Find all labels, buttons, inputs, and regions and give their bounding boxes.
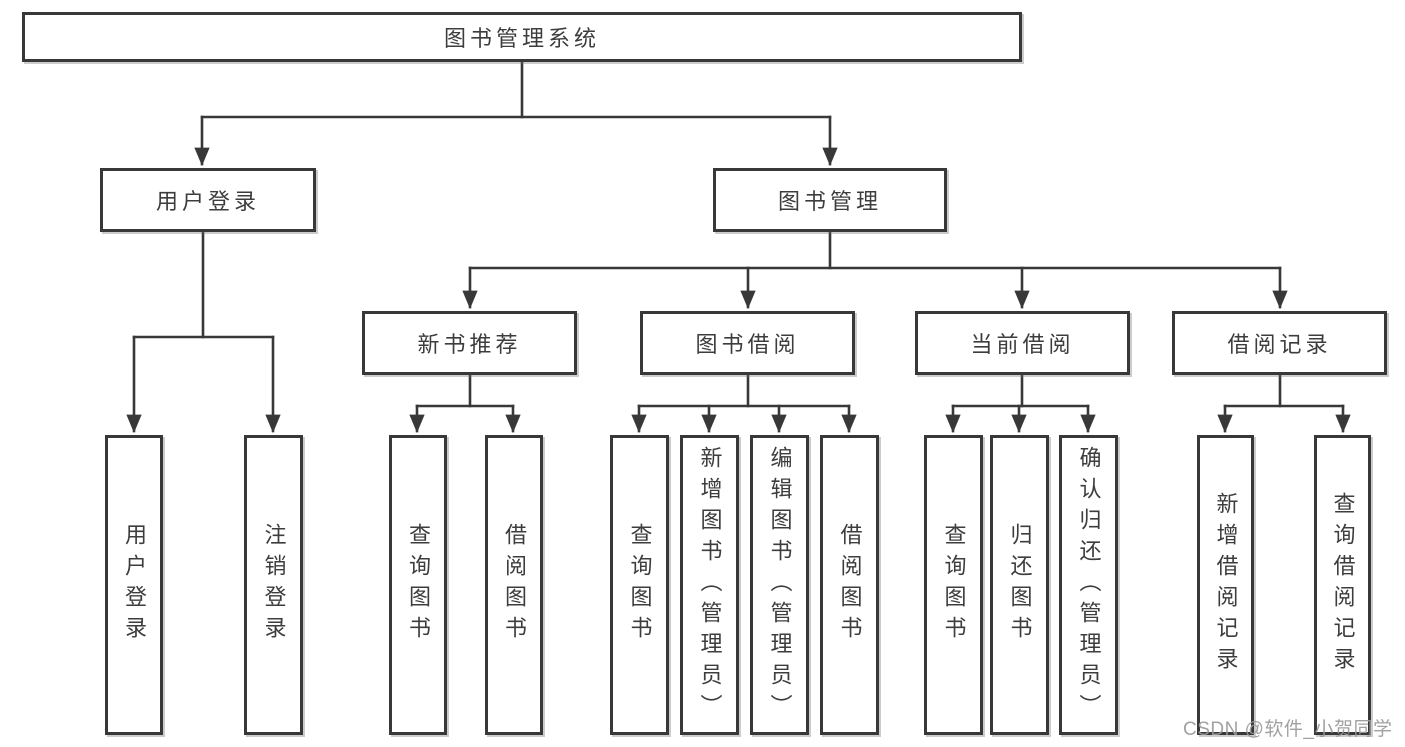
leaf-borrow-books: 借阅图书: [820, 435, 879, 735]
edges-borrowing-records: [1217, 373, 1351, 433]
csdn-watermark: CSDN @软件_小贺同学: [1183, 719, 1393, 740]
leaf-add-borrow-record-label: 新增借阅记录: [1213, 492, 1239, 678]
edges-current-borrowing: [945, 373, 1096, 433]
leaf-query-borrow-record-label: 查询借阅记录: [1330, 492, 1356, 678]
leaf-return-books-label: 归还图书: [1007, 523, 1033, 647]
node-borrowing-records-label: 借阅记录: [1227, 332, 1332, 357]
node-borrowing-records: 借阅记录: [1172, 311, 1387, 375]
leaf-confirm-return-admin: 确认归还（管理员）: [1059, 435, 1118, 735]
leaf-user-login: 用户登录: [105, 435, 163, 735]
leaf-edit-books-admin: 编辑图书（管理员）: [750, 435, 809, 735]
leaf-user-login-label: 用户登录: [122, 523, 147, 647]
node-book-management: 图书管理: [713, 168, 947, 232]
leaf-add-books-admin: 新增图书（管理员）: [680, 435, 739, 735]
leaf-query-books-current-label: 查询图书: [941, 523, 967, 647]
node-book-borrowing: 图书借阅: [640, 311, 855, 375]
node-book-management-label: 图书管理: [777, 189, 882, 214]
leaf-query-borrow-record: 查询借阅记录: [1314, 435, 1371, 735]
leaf-return-books: 归还图书: [990, 435, 1049, 735]
leaf-query-books-borrow: 查询图书: [610, 435, 669, 735]
node-new-book-recommend-label: 新书推荐: [417, 332, 522, 357]
node-root: 图书管理系统: [22, 12, 1022, 62]
leaf-logout: 注销登录: [244, 435, 303, 735]
node-root-label: 图书管理系统: [443, 26, 600, 51]
leaf-query-books-recommend-label: 查询图书: [406, 523, 431, 647]
node-current-borrowing-label: 当前借阅: [970, 332, 1075, 357]
leaf-confirm-return-admin-label: 确认归还（管理员）: [1076, 445, 1102, 725]
node-book-borrowing-label: 图书借阅: [695, 332, 800, 357]
leaf-query-books-recommend: 查询图书: [389, 435, 447, 735]
leaf-borrow-books-recommend-label: 借阅图书: [502, 523, 527, 647]
node-current-borrowing: 当前借阅: [915, 311, 1130, 375]
edges-root: [194, 60, 838, 166]
edges-new-book-recommend: [409, 373, 521, 433]
edges-book-management: [462, 230, 1288, 309]
leaf-add-books-admin-label: 新增图书（管理员）: [697, 445, 723, 725]
node-new-book-recommend: 新书推荐: [362, 311, 577, 375]
edges-book-borrowing: [631, 373, 857, 433]
leaf-borrow-books-label: 借阅图书: [837, 523, 863, 647]
leaf-query-books-borrow-label: 查询图书: [627, 523, 653, 647]
leaf-edit-books-admin-label: 编辑图书（管理员）: [767, 445, 793, 725]
node-user-login: 用户登录: [100, 168, 316, 232]
leaf-add-borrow-record: 新增借阅记录: [1197, 435, 1254, 735]
leaf-query-books-current: 查询图书: [924, 435, 983, 735]
leaf-logout-label: 注销登录: [261, 523, 287, 647]
leaf-borrow-books-recommend: 借阅图书: [485, 435, 543, 735]
node-user-login-label: 用户登录: [155, 189, 260, 214]
edges-user-login: [126, 230, 281, 433]
